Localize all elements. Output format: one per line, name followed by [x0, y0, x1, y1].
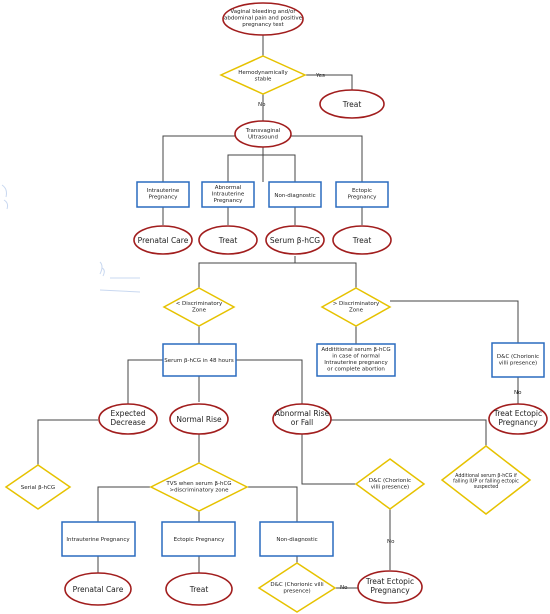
node-prenatal-care-2: Prenatal Care — [64, 572, 132, 606]
edge-label-no-dc-mid: No — [387, 539, 395, 545]
svg-text:Normal Rise: Normal Rise — [176, 415, 222, 424]
connectors — [37, 34, 519, 589]
svg-text:Prenatal Care: Prenatal Care — [138, 236, 189, 245]
node-normal-rise: Normal Rise — [169, 403, 229, 435]
node-intrauterine-pregnancy-2: Intrauterine Pregnancy — [61, 521, 136, 557]
svg-text:Serum β-hCG in 48 hours: Serum β-hCG in 48 hours — [164, 358, 234, 364]
scan-artifacts — [1, 184, 141, 293]
svg-text:Treat: Treat — [218, 236, 238, 245]
node-serial-bhcg: Serial β-hCG — [4, 464, 72, 510]
node-non-diagnostic-2: Non-diagnostic — [259, 521, 334, 557]
node-treat-ectopic-1: Treat — [332, 225, 392, 255]
edge-label-yes: Yes — [315, 73, 325, 79]
node-serum-48-hours: Serum β-hCG in 48 hours — [162, 343, 237, 377]
svg-text:Serum β-hCG: Serum β-hCG — [270, 236, 320, 245]
svg-text:Prenatal Care: Prenatal Care — [73, 585, 124, 594]
node-non-diagnostic-1: Non-diagnostic — [268, 181, 322, 208]
node-treat-top: Treat — [319, 89, 385, 119]
svg-text:TVS when serum β-hCG>discrimin: TVS when serum β-hCG>discriminatory zone — [165, 481, 231, 494]
edge-label-no-hemo: No — [258, 102, 266, 108]
svg-text:Treat: Treat — [342, 100, 362, 109]
edge-label-no-dc-bottom: No — [340, 585, 348, 591]
node-ectopic-pregnancy-2: Ectopic Pregnancy — [161, 521, 236, 557]
svg-text:Treat: Treat — [352, 236, 372, 245]
svg-text:Non-diagnostic: Non-diagnostic — [276, 537, 317, 543]
edge-label-no-dc-top: No — [514, 390, 522, 396]
svg-text:Serial β-hCG: Serial β-hCG — [21, 485, 55, 491]
svg-text:Non-diagnostic: Non-diagnostic — [274, 193, 315, 199]
node-tvs-when: TVS when serum β-hCG>discriminatory zone — [149, 462, 249, 512]
svg-text:Treat: Treat — [189, 585, 209, 594]
node-serum-bhcg: Serum β-hCG — [265, 225, 325, 255]
node-treat-bottom: Treat — [165, 572, 233, 606]
node-prenatal-care-1: Prenatal Care — [133, 225, 193, 255]
svg-text:Ectopic Pregnancy: Ectopic Pregnancy — [174, 537, 225, 543]
svg-text:Intrauterine Pregnancy: Intrauterine Pregnancy — [66, 537, 130, 543]
node-treat-abnormal: Treat — [198, 225, 258, 255]
